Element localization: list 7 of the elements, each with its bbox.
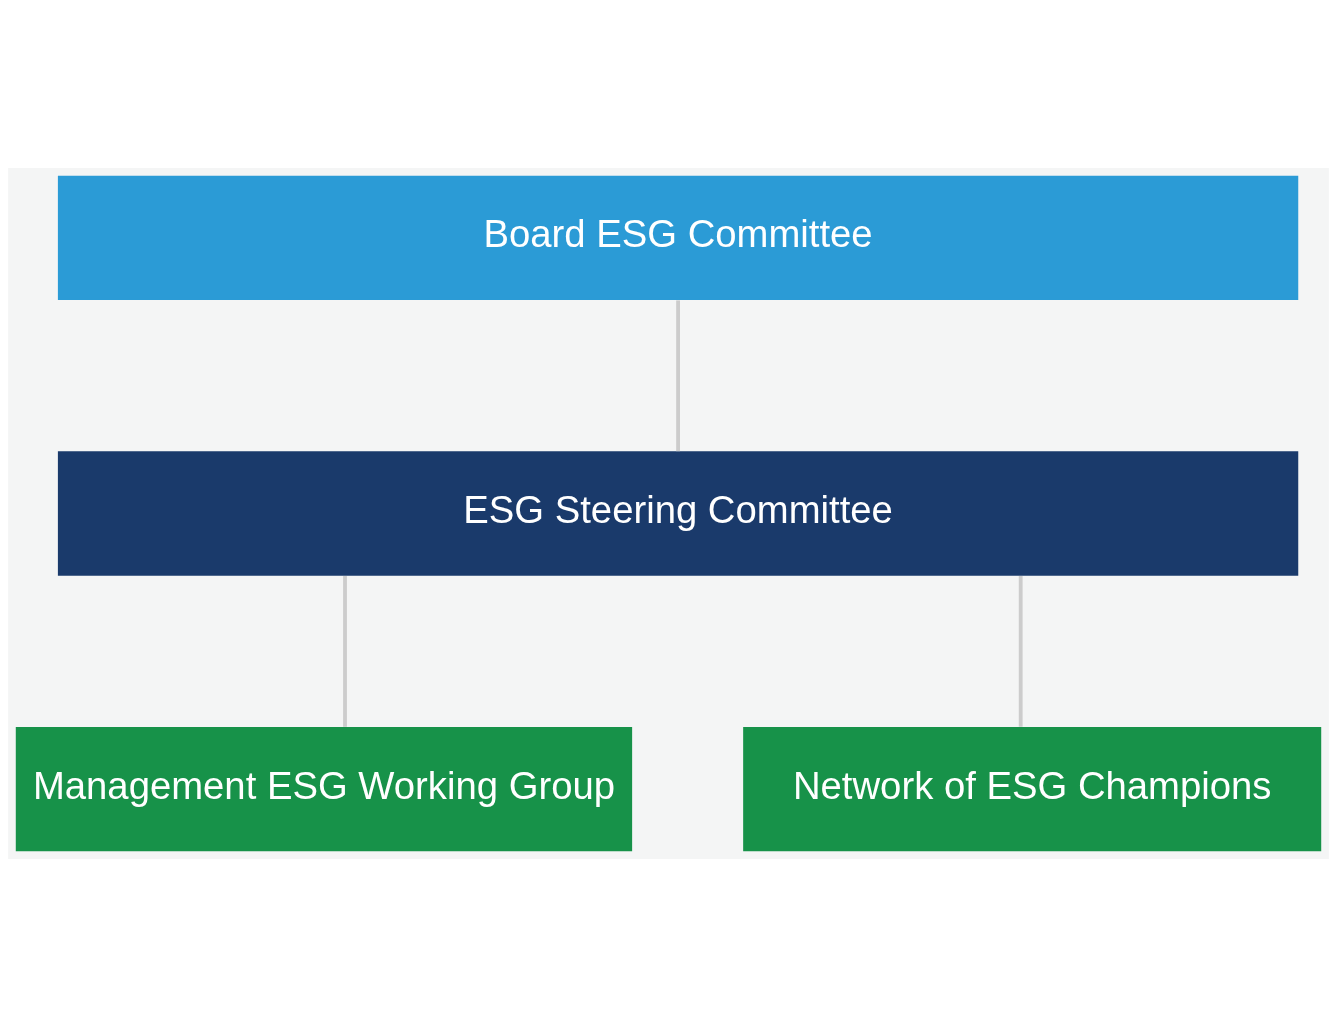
node-box: Management ESG Working Group (15, 726, 633, 852)
node-box: Board ESG Committee (57, 175, 1299, 301)
connector (343, 576, 347, 727)
node-box: ESG Steering Committee (57, 451, 1299, 576)
node-box: Network of ESG Champions (743, 726, 1322, 852)
connector (676, 300, 680, 452)
connector (1018, 576, 1023, 727)
